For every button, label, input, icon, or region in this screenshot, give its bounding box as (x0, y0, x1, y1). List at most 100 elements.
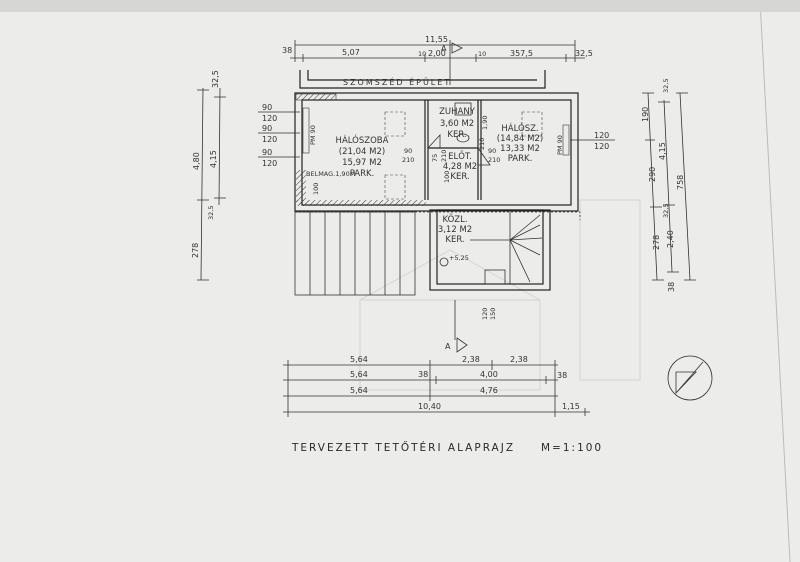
dimension-label: 4,80 (192, 152, 201, 170)
left-dimensions: 32,5 4,80 4,15 32,5 278 (191, 70, 226, 281)
dimension-label: (21,04 M2) (339, 147, 385, 157)
dimension-label: 278 (652, 235, 661, 250)
dimension-label: 90 (404, 147, 412, 155)
section-marker-top: A (441, 40, 463, 85)
dimension-label: A (441, 44, 447, 53)
dimension-label: 32,5 (207, 206, 215, 220)
dimension-label: KER. (447, 130, 466, 140)
level-mark: +5,25 (439, 254, 469, 267)
dimension-label: 75 (431, 154, 439, 162)
dimension-label: 38 (557, 371, 567, 380)
drawing-title: TERVEZETT TETŐTÉRI ALAPRAJZ (291, 440, 515, 454)
dimension-label: 120 (594, 142, 609, 151)
dimension-label: 2,38 (462, 355, 480, 364)
dimension-label: 38 (667, 282, 676, 292)
dim-total: 11,55 (425, 35, 448, 44)
north-arrow-icon (667, 355, 713, 401)
dimension-label: 32,5 (662, 204, 670, 218)
dimension-label: ELŐT. (448, 151, 472, 162)
dimension-label: 4,28 M2 (443, 162, 477, 172)
dimension-label: 4,15 (658, 142, 667, 160)
dimension-label: 32,5 (211, 70, 220, 88)
dimension-label: (14,84 M2) (497, 134, 543, 144)
drawing-scale: M=1:100 (541, 442, 603, 454)
dimension-label: 100 (312, 183, 320, 195)
neighbor-building: SZOMSZÉD ÉPÜLET (299, 70, 546, 89)
dimension-label: +5,25 (449, 254, 469, 262)
room-zuhany: ZUHANY 3,60 M2 KER. (439, 107, 476, 140)
page-edge (759, 0, 791, 562)
dimension-label: 3,60 M2 (440, 119, 474, 129)
dimension-label: 5,64 (350, 370, 368, 379)
dimension-label: 10,40 (418, 402, 441, 411)
top-dimensions: 11,55 38 5,07 10 2,00 10 357,5 32,5 (282, 35, 593, 62)
room-hálószoba: HÁLÓSZOBA (21,04 M2) 15,97 M2 PARK. (336, 134, 389, 179)
right-dimensions: 32,5 190 4,15 290 758 32,5 278 2,40 38 (641, 79, 696, 292)
pm-left: PM 90 (309, 125, 317, 145)
dim-d5: 357,5 (510, 49, 533, 58)
dimension-label: 120 (594, 131, 609, 140)
window-right (562, 124, 570, 156)
dimension-label: 120 (262, 159, 277, 168)
dimension-label: 5,64 (350, 355, 368, 364)
dimension-label: 4,76 (480, 386, 498, 395)
dim-d3: 2,00 (428, 49, 446, 58)
dimension-label: 2,40 (666, 230, 675, 248)
dimension-label: KER. (450, 172, 469, 182)
dimension-label: 90 (262, 124, 272, 133)
dimension-label: 90 (488, 147, 496, 155)
dimension-label: 2,38 (510, 355, 528, 364)
dimension-label: 38 (418, 370, 428, 379)
dimension-label: HÁLÓSZ. (501, 122, 538, 134)
dim-d1: 5,07 (342, 48, 360, 57)
window-left (302, 107, 310, 154)
dim-right: 32,5 (575, 49, 593, 58)
dimension-label: 100 (443, 171, 451, 183)
dimension-label: 210 (402, 156, 414, 164)
dimension-label: 290 (648, 167, 657, 182)
dim-d4: 10 (478, 50, 486, 58)
dimension-label: 90 (262, 148, 272, 157)
dimension-label: ZUHANY (439, 107, 476, 117)
dimension-label: 210 (488, 156, 500, 164)
dimension-label: KER. (445, 235, 464, 245)
dimension-label: SZOMSZÉD ÉPÜLET (343, 76, 451, 87)
dimension-label: 90 (262, 103, 272, 112)
dimension-label: 15,97 M2 (342, 158, 382, 168)
dimension-label: 4,15 (209, 150, 218, 168)
dim-left: 38 (282, 46, 292, 55)
dimension-label: 120 (262, 135, 277, 144)
door-dims: 90 210 90 210 100 1,90 210 75 210 100 12… (312, 116, 500, 320)
room-hálósz: HÁLÓSZ. (14,84 M2) 13,33 M2 PARK. (497, 122, 543, 164)
dimension-label: PARK. (508, 154, 533, 164)
room-közlekedő: KÖZL. 3,12 M2 KER. (438, 214, 472, 245)
paper-shadow (0, 0, 800, 12)
dimension-label: 758 (676, 175, 685, 190)
dimension-label: KÖZL. (442, 214, 467, 225)
dimension-label: 13,33 M2 (500, 144, 540, 154)
dimension-label: A (445, 342, 451, 351)
dimension-label: 210 (478, 138, 486, 150)
dimension-label: 3,12 M2 (438, 225, 472, 235)
dimension-label: PARK. (350, 169, 375, 179)
stair-core (429, 209, 551, 291)
dimension-label: 120 (262, 114, 277, 123)
ceiling-height-label: BELMAG.1,90M (306, 170, 355, 178)
window-dims-right: 120 120 (570, 131, 615, 151)
roof-area (294, 211, 581, 296)
dimension-label: 4,00 (480, 370, 498, 379)
dimension-label: 1,90 (481, 116, 489, 130)
dimension-label: 1,15 (562, 402, 580, 411)
dimension-label: 120 (481, 308, 489, 320)
bottom-dimensions: 5,64 2,38 2,38 5,64 38 4,00 38 5,64 4,76… (283, 355, 590, 417)
dimension-label: 278 (191, 243, 200, 258)
dimension-label: 210 (440, 150, 448, 162)
window-dims-left: 90 120 90 120 90 120 (258, 103, 300, 168)
dimension-label: HÁLÓSZOBA (336, 134, 389, 146)
dimension-label: 5,64 (350, 386, 368, 395)
room-előtér: ELŐT. 4,28 M2 KER. (443, 151, 477, 182)
dimension-label: 32,5 (662, 79, 670, 93)
section-marker-bottom: A (445, 300, 468, 353)
dimension-label: 190 (641, 107, 650, 122)
